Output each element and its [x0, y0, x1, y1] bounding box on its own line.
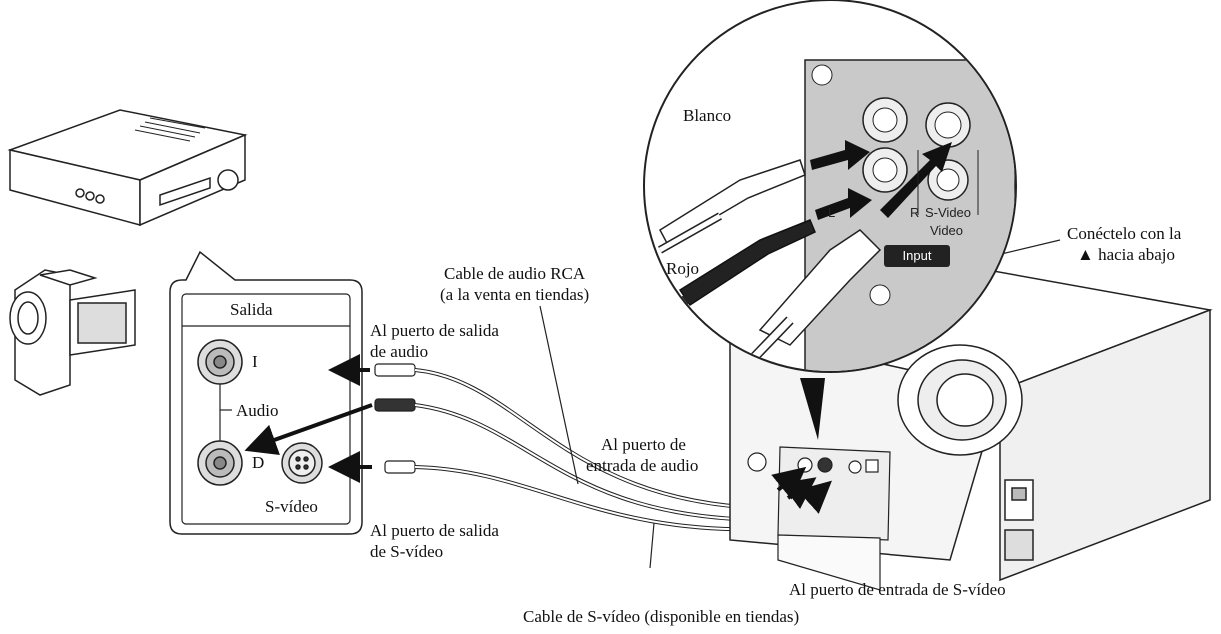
- port-d-label: D: [252, 453, 265, 472]
- salida-svideo-line2: de S-vídeo: [370, 542, 444, 561]
- audio-label: Audio: [236, 401, 279, 420]
- entrada-svideo-label: Al puerto de entrada de S-vídeo: [789, 580, 1006, 599]
- salida-svideo-line1: Al puerto de salida: [370, 521, 499, 540]
- salida-audio-line2: de audio: [370, 342, 429, 361]
- magnified-view: [643, 0, 1017, 373]
- entrada-audio-label: Al puerto de entrada de audio: [586, 434, 698, 476]
- port-r-label: R: [910, 205, 920, 220]
- cable-audio-line1: Cable de audio RCA: [443, 264, 586, 283]
- panel-plugs: [374, 363, 416, 474]
- entrada-audio-line2: entrada de audio: [586, 456, 699, 475]
- cable-audio-line2: (a la venta en tiendas): [440, 285, 590, 304]
- panel-title: Salida: [230, 300, 273, 319]
- projector-arrows: [771, 466, 832, 514]
- conectelo-label: Conéctelo con la ▲ hacia abajo: [1067, 223, 1181, 265]
- camcorder-illustration: [9, 269, 136, 396]
- cables: [414, 368, 791, 532]
- salida-svideo-label: Al puerto de salida de S-vídeo: [370, 520, 499, 562]
- vcr-illustration: [7, 109, 248, 227]
- input-tag: Input: [884, 245, 950, 267]
- video-port-label: Video: [930, 223, 964, 238]
- port-i-label: I: [252, 352, 258, 371]
- salida-audio-line1: Al puerto de salida: [370, 321, 499, 340]
- svideo-label: S-vídeo: [265, 497, 318, 516]
- blanco-label: Blanco: [683, 106, 732, 125]
- cable-audio-label: Cable de audio RCA (a la venta en tienda…: [440, 263, 589, 305]
- port-l-label: L: [828, 205, 836, 220]
- entrada-audio-line1: Al puerto de: [601, 435, 686, 454]
- rojo-label: Rojo: [666, 259, 700, 278]
- salida-audio-label: Al puerto de salida de audio: [370, 320, 499, 362]
- svideo-port-label: S-Video: [925, 205, 972, 220]
- conectelo-line1: Conéctelo con la: [1067, 224, 1182, 243]
- cable-svideo-label: Cable de S-vídeo (disponible en tiendas): [523, 607, 800, 626]
- panel-arrows: [244, 354, 373, 483]
- conectelo-line2: ▲ hacia abajo: [1077, 245, 1175, 264]
